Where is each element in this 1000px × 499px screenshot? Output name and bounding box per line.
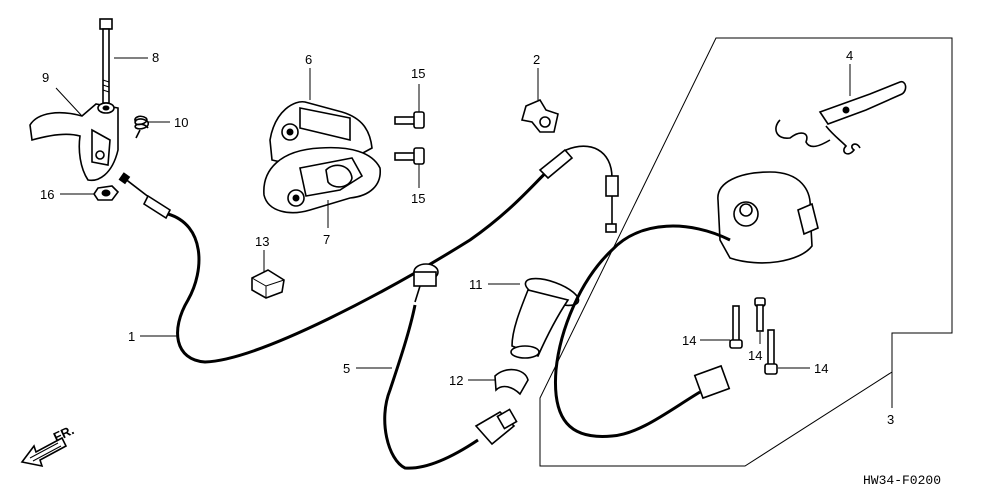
part-9-throttle-lever[interactable] <box>29 102 119 182</box>
part-5-wire-harness[interactable] <box>383 263 518 470</box>
part-7-throttle-housing-lower[interactable] <box>263 146 381 214</box>
front-direction-arrow-icon <box>20 436 68 468</box>
callout-1: 1 <box>128 329 135 344</box>
callout-14-middle: 14 <box>748 348 762 363</box>
leader-lines <box>55 57 893 408</box>
part-4-tether-strap[interactable] <box>775 80 907 155</box>
part-10-spring[interactable] <box>134 115 150 139</box>
callout-6: 6 <box>305 52 312 67</box>
callout-8: 8 <box>152 50 159 65</box>
part-8-bolt[interactable] <box>99 18 113 104</box>
callout-13: 13 <box>255 234 269 249</box>
callout-14-left: 14 <box>682 333 696 348</box>
part-14-screw-right[interactable] <box>764 329 778 375</box>
part-15-screw-lower[interactable] <box>394 147 425 165</box>
callout-7: 7 <box>323 232 330 247</box>
callout-10: 10 <box>174 115 188 130</box>
part-16-nut[interactable] <box>93 185 120 201</box>
part-1-throttle-cable[interactable] <box>118 145 619 364</box>
part-11-boot[interactable] <box>510 273 582 359</box>
direction-label: FR. <box>51 422 76 444</box>
callout-3: 3 <box>887 412 894 427</box>
callout-12: 12 <box>449 373 463 388</box>
part-14-screw-middle[interactable] <box>754 297 766 332</box>
callout-15-lower: 15 <box>411 191 425 206</box>
part-15-screw-upper[interactable] <box>394 111 425 129</box>
callout-4: 4 <box>846 48 853 63</box>
callout-16: 16 <box>40 187 54 202</box>
part-2-cable-clip[interactable] <box>520 98 559 133</box>
callout-5: 5 <box>343 361 350 376</box>
diagram-code: HW34-F0200 <box>863 473 941 488</box>
part-3-switch-assembly[interactable] <box>553 171 819 438</box>
callout-15-upper: 15 <box>411 66 425 81</box>
part-14-screw-left[interactable] <box>729 305 743 349</box>
callout-9: 9 <box>42 70 49 85</box>
callout-11: 11 <box>469 277 483 292</box>
part-13-cap[interactable] <box>251 269 285 299</box>
callout-2: 2 <box>533 52 540 67</box>
part-12-band-clamp[interactable] <box>494 368 529 396</box>
callout-14-right: 14 <box>814 361 828 376</box>
